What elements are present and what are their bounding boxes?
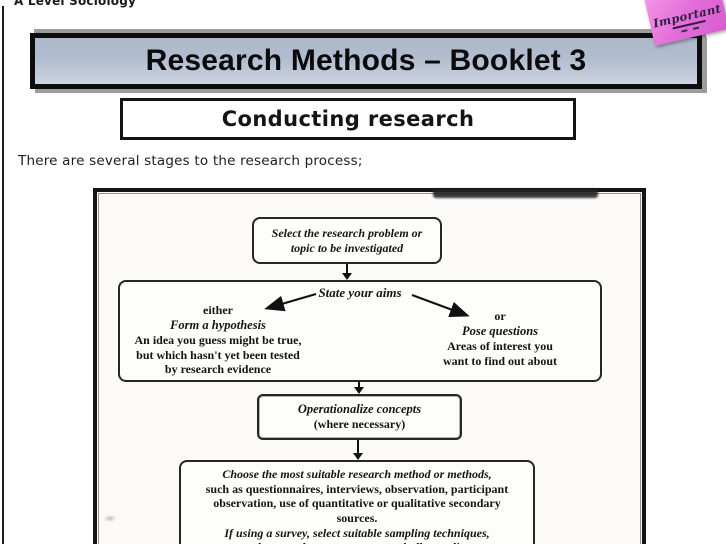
arrow-shaft [358,382,360,387]
sticky-note: Important [642,0,726,46]
state-aims-label: State your aims [318,285,402,300]
box3-heading: Operationalize concepts [297,402,422,416]
box4-line: Choose the most suitable research method… [222,467,492,481]
sticky-note-dashes [681,26,700,33]
down-arrow-1 [341,264,353,280]
arrow-head-icon [354,387,364,394]
branch-line: want to find out about [442,353,558,368]
branch-heading: Pose questions [461,323,539,338]
down-arrow-3 [352,440,364,460]
subtitle-label: Conducting research [221,107,475,131]
branch-line: but which hasn't yet been tested [136,347,300,362]
flowchart-box-select-problem: Select the research problem or topic to … [252,217,442,264]
header-note: A Level Sociology [14,0,137,8]
box4-line: sources. [336,510,378,525]
branch-heading: Form a hypothesis [170,317,266,332]
branch-line: by research evidence [164,362,272,377]
branch-line: Areas of interest you [447,338,553,353]
flowchart-box-state-aims: State your aims either Form a hypothesis… [118,280,602,382]
page-title: Research Methods – Booklet 3 [145,44,587,77]
branch-connector: or [494,309,506,323]
scan-smudge-left [102,514,118,523]
branch-arrow-left [264,293,317,312]
title-banner: Research Methods – Booklet 3 [30,33,702,89]
arrow-shaft [357,440,359,453]
box4-line: If using a survey, select suitable sampl… [224,525,490,540]
branch-arrow-right [411,294,470,317]
box4-line: such as random, quota, or snowball sampl… [181,540,533,544]
page-border-left [2,6,4,544]
box4-line: observation, use of quantitative or qual… [213,496,501,511]
flowchart-box-choose-method: Choose the most suitable research method… [179,460,535,544]
flowchart-box-operationalize: Operationalize concepts (where necessary… [257,394,462,440]
flowchart-inner-frame: Select the research problem or topic to … [98,189,641,544]
box4-line: such as questionnaires, interviews, obse… [205,481,509,496]
branch-line: An idea you guess might be true, [134,332,302,347]
hypothesis-branch: either Form a hypothesis An idea you gue… [120,303,316,377]
intro-text: There are several stages to the research… [18,153,363,169]
arrow-head-icon [342,273,352,280]
scan-smudge-top [433,189,598,198]
research-process-flowchart: Select the research problem or topic to … [93,188,646,544]
questions-branch: or Pose questions Areas of interest you … [406,309,594,368]
branch-connector: either [203,303,233,317]
subtitle-box: Conducting research [120,98,576,140]
box1-line: Select the research problem or [271,226,423,240]
arrow-shaft [346,264,348,273]
box1-line: topic to be investigated [290,240,404,255]
down-arrow-2 [353,382,365,394]
arrow-head-icon [353,453,363,460]
box3-subtext: (where necessary) [313,417,406,432]
branch-arrows [264,293,470,317]
